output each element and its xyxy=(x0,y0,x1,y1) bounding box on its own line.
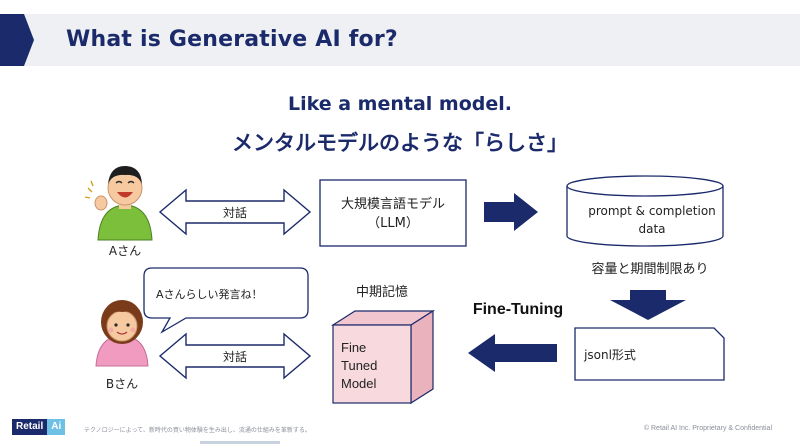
logo-word: Retail xyxy=(12,419,48,435)
footer-logo: Retail Ai xyxy=(12,418,66,436)
speech-bubble-text: Aさんらしい発言ね！ xyxy=(156,287,263,301)
title-accent-icon xyxy=(0,14,34,66)
person-a-label: Aさん xyxy=(109,244,141,258)
title-bar xyxy=(0,14,800,66)
midterm-memory-label: 中期記憶 xyxy=(356,284,408,300)
llm-box-line1: 大規模言語モデル xyxy=(341,196,445,212)
heading-english: Like a mental model. xyxy=(288,93,512,115)
dialogue-label-bottom: 対話 xyxy=(223,349,247,364)
arrow-left-icon xyxy=(468,334,557,372)
data-line2: data xyxy=(638,222,665,236)
logo-ai: Ai xyxy=(47,419,66,435)
llm-box-line2: （LLM） xyxy=(367,216,419,231)
dialogue-arrow-top xyxy=(158,188,312,236)
jsonl-label: jsonl形式 xyxy=(583,348,636,362)
tuned-line2: Tuned xyxy=(341,358,377,373)
slide-title: What is Generative AI for? xyxy=(66,27,398,52)
arrow-right-icon xyxy=(484,193,538,231)
dialogue-arrow-bottom xyxy=(158,332,312,380)
capacity-note: 容量と期間制限あり xyxy=(591,261,708,277)
person-b-label: Bさん xyxy=(106,377,138,391)
footer-copyright: © Retail AI Inc. Proprietary & Confident… xyxy=(643,425,772,432)
cube-icon xyxy=(330,309,436,405)
person-a-icon xyxy=(84,166,153,241)
tuned-line3: Model xyxy=(341,376,377,391)
heading-japanese: メンタルモデルのような「らしさ」 xyxy=(232,131,568,155)
document-icon xyxy=(574,327,725,381)
llm-box xyxy=(319,179,467,247)
person-b-icon xyxy=(95,300,149,367)
fine-tuning-label: Fine-Tuning xyxy=(473,301,563,318)
speech-bubble xyxy=(143,267,309,334)
dialogue-label-top: 対話 xyxy=(223,205,247,220)
footer-tagline: テクノロジーによって、新時代の買い物体験を生み出し、流通の仕組みを革新する。 xyxy=(84,427,311,434)
tuned-line1: Fine xyxy=(341,340,366,355)
database-cylinder-icon xyxy=(566,175,724,247)
footer-divider xyxy=(200,441,280,444)
data-line1: prompt & completion xyxy=(588,204,716,218)
arrow-down-icon xyxy=(610,290,686,320)
